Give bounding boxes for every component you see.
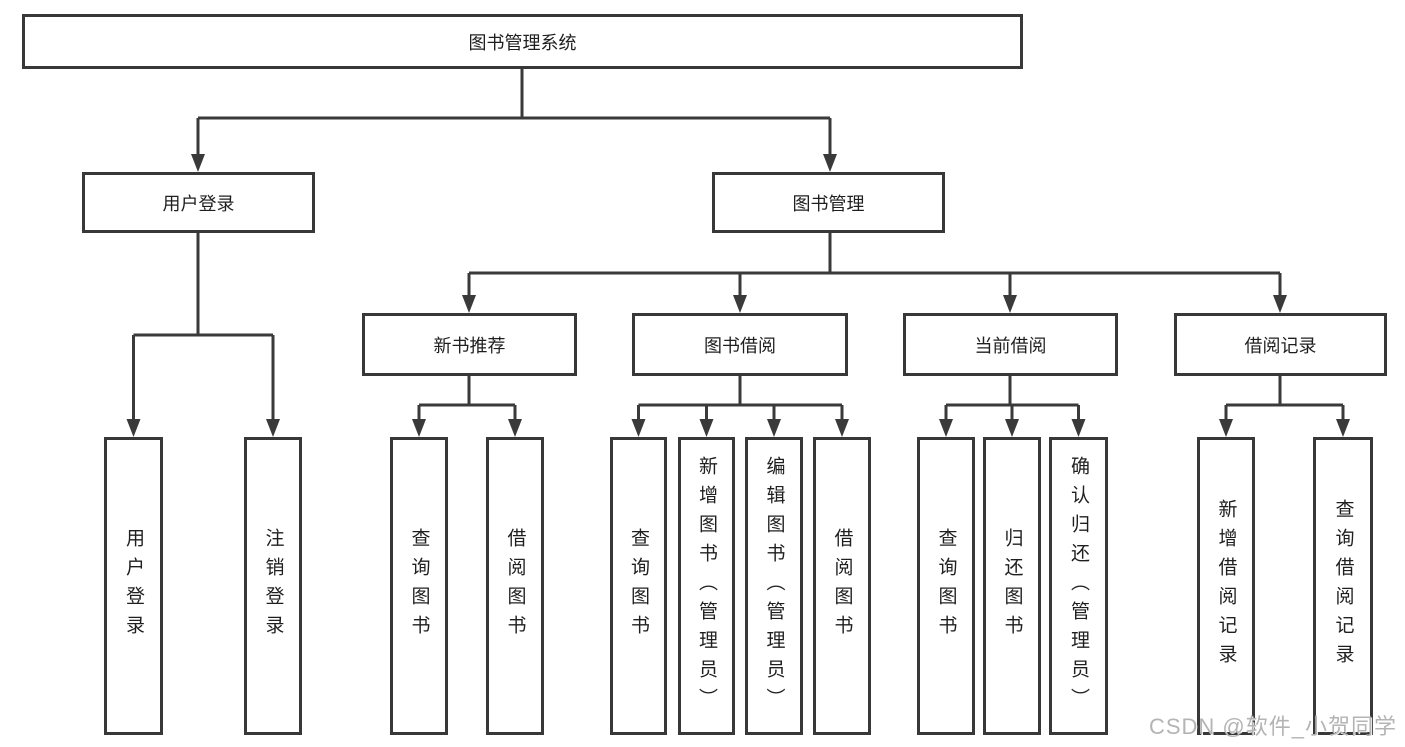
leaf-borrow-add-admin: 新增图书（管理员） [678, 437, 735, 735]
leaf-borrow-edit-admin: 编辑图书（管理员） [745, 437, 803, 735]
leaf-logout: 注销登录 [244, 437, 302, 735]
leaf-record-query: 查询借阅记录 [1313, 437, 1373, 735]
leaf-borrow-borrow: 借阅图书 [813, 437, 871, 735]
node-new-book-recommend: 新书推荐 [362, 313, 577, 376]
node-user-login: 用户登录 [82, 172, 315, 233]
leaf-newbook-borrow: 借阅图书 [486, 437, 544, 735]
leaf-current-confirm-admin: 确认归还（管理员） [1049, 437, 1108, 735]
leaf-current-return: 归还图书 [983, 437, 1041, 735]
leaf-record-add: 新增借阅记录 [1197, 437, 1255, 735]
node-borrow-record: 借阅记录 [1174, 313, 1387, 376]
node-book-borrow: 图书借阅 [632, 313, 848, 376]
node-root: 图书管理系统 [22, 14, 1023, 69]
watermark: CSDN @软件_小贺同学 [1148, 714, 1397, 739]
leaf-borrow-query: 查询图书 [610, 437, 667, 735]
node-book-management: 图书管理 [712, 172, 945, 233]
leaf-newbook-query: 查询图书 [390, 437, 448, 735]
leaf-current-query: 查询图书 [917, 437, 975, 735]
leaf-user-login: 用户登录 [104, 437, 163, 735]
node-current-borrow: 当前借阅 [903, 313, 1118, 376]
arrow-shafts [132, 118, 1345, 423]
